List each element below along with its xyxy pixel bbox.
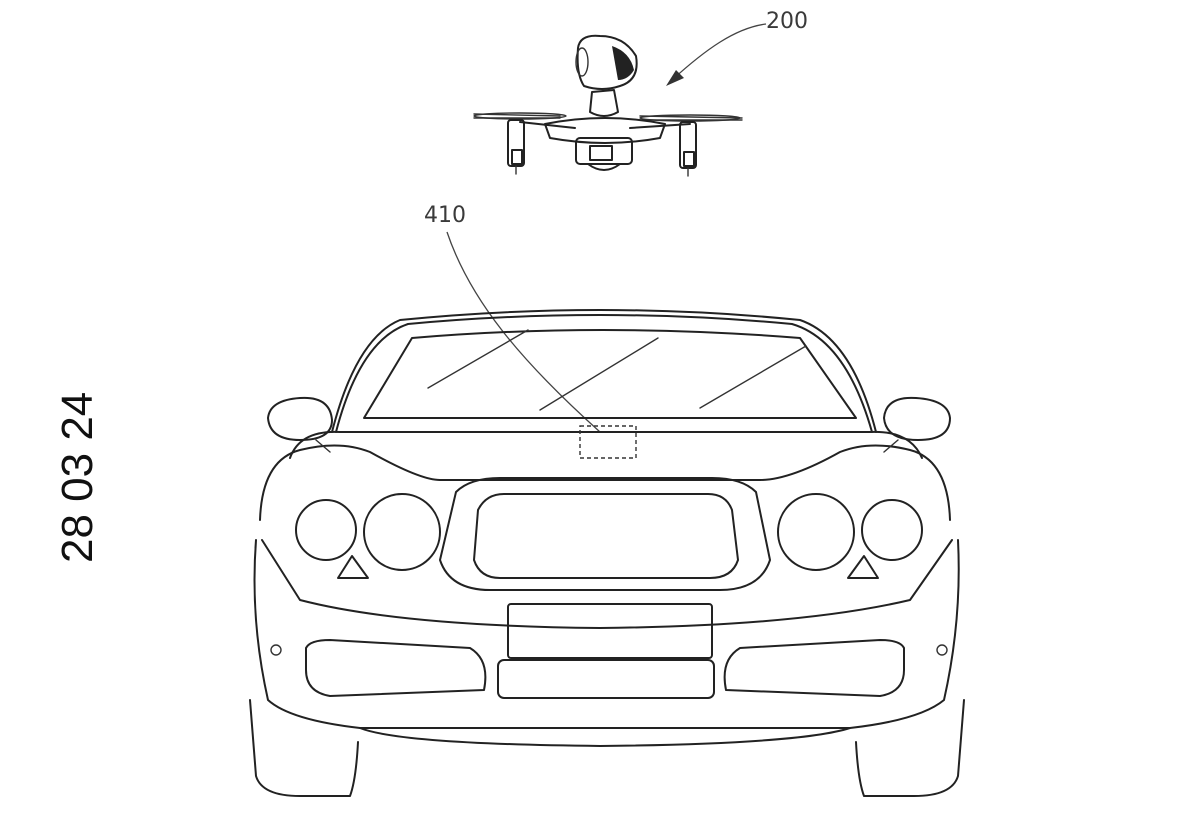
date-stamp: 28 03 24 — [53, 392, 102, 563]
drone-reference-label: 200 — [766, 9, 808, 34]
drone-leader-line — [671, 23, 767, 81]
marker-reference-label: 410 — [424, 203, 466, 228]
car-icon — [249, 309, 965, 797]
dashed-marker — [579, 425, 637, 459]
drone-leader-arrowhead — [666, 70, 684, 86]
marker-leader-line — [446, 231, 601, 433]
drone-icon — [473, 34, 743, 177]
